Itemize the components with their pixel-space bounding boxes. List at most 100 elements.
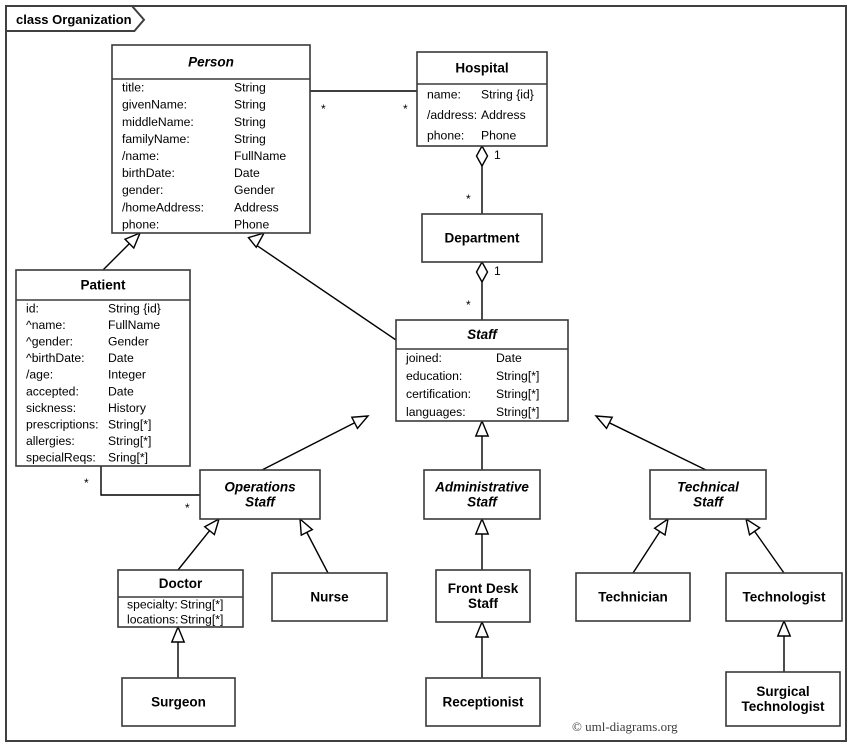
attribute-name: birthDate: (122, 166, 175, 180)
attribute-name: gender: (122, 183, 163, 197)
generalization-arrowhead (123, 231, 142, 250)
aggregation-diamond (475, 144, 489, 168)
class-layer: Persontitle:StringgivenName:Stringmiddle… (15, 44, 843, 727)
attribute-name: /homeAddress: (122, 200, 204, 214)
class-name: Doctor (159, 576, 203, 591)
generalization-arrowhead (776, 619, 792, 637)
attribute-name: allergies: (26, 434, 75, 448)
attribute-name: givenName: (122, 98, 187, 112)
class-box-technician[interactable]: Technician (575, 572, 691, 622)
class-box-surgeon[interactable]: Surgeon (121, 677, 236, 727)
attribute-name: /name: (122, 149, 159, 163)
generalization-technician-to-technical (632, 517, 669, 574)
attribute-type: String[*] (496, 369, 539, 383)
generalization-arrowhead (350, 415, 370, 430)
multiplicity-label: * (84, 476, 89, 490)
class-box-outline (725, 572, 843, 622)
generalization-administrative-to-staff (474, 419, 490, 470)
attribute-name: name: (427, 87, 461, 101)
generalization-arrowhead (247, 231, 266, 249)
class-name: Administrative (434, 480, 529, 495)
class-name: Person (188, 55, 234, 70)
attribute-type: Date (108, 351, 134, 365)
class-box-outline (435, 569, 531, 623)
class-name: Staff (468, 596, 499, 611)
attribute-name: specialty: (127, 598, 178, 612)
generalization-arrowhead (474, 517, 490, 535)
attribute-name: joined: (405, 351, 442, 365)
relationship-layer (100, 90, 792, 678)
class-name: Front Desk (448, 581, 519, 596)
aggregation-department-staff (475, 260, 489, 320)
multiplicity-label: * (466, 192, 471, 206)
class-box-outline (425, 677, 541, 727)
generalization-patient-to-person (102, 231, 142, 271)
class-box-technologist[interactable]: Technologist (725, 572, 843, 622)
class-box-receptionist[interactable]: Receptionist (425, 677, 541, 727)
class-box-outline (423, 469, 541, 520)
attribute-name: phone: (122, 217, 159, 231)
association-line (100, 466, 200, 496)
attribute-name: locations: (127, 613, 179, 627)
class-box-nurse[interactable]: Nurse (271, 572, 388, 622)
attribute-type: String (234, 115, 266, 129)
generalization-arrowhead (170, 625, 186, 643)
attribute-type: String (234, 98, 266, 112)
generalization-line (306, 532, 329, 574)
class-name: Surgical (756, 684, 809, 699)
generalization-receptionist-to-frontdesk (474, 620, 490, 678)
attribute-type: String (234, 81, 266, 95)
class-box-outline (111, 44, 311, 234)
attribute-type: Phone (234, 217, 269, 231)
frame-label: class Organization (16, 12, 132, 27)
class-box-doctor[interactable]: Doctor specialty:String[*]locations:Strin… (117, 569, 244, 628)
attribute-type: String {id} (108, 301, 161, 315)
class-name: Nurse (310, 590, 349, 605)
association-patient-operations-staff (100, 466, 200, 496)
attribute-type: String[*] (108, 434, 151, 448)
class-box-outline (725, 671, 841, 727)
generalization-doctor-to-operations (177, 517, 221, 571)
attribute-type: String[*] (496, 405, 539, 419)
class-name: Operations (224, 480, 296, 495)
class-name: Hospital (455, 61, 508, 76)
attribute-name: prescriptions: (26, 418, 98, 432)
attribute-type: String[*] (108, 418, 151, 432)
diagram-frame: class Organization (5, 5, 847, 742)
class-name: Staff (693, 495, 724, 510)
class-box-outline (575, 572, 691, 622)
attribute-type: String[*] (180, 598, 223, 612)
generalization-arrowhead (299, 517, 314, 537)
frame-tab (5, 5, 146, 32)
generalization-surgical-to-technologist (776, 619, 792, 672)
attribute-name: ^birthDate: (26, 351, 85, 365)
attribute-type: Date (234, 166, 260, 180)
class-box-department[interactable]: Department (421, 213, 543, 263)
class-box-outline (416, 51, 548, 147)
attribute-name: specialReqs: (26, 451, 96, 465)
multiplicity-label: 1 (494, 148, 501, 162)
class-box-outline (15, 269, 191, 467)
class-name: Technical (677, 480, 739, 495)
attribute-name: education: (406, 369, 462, 383)
generalization-frontdesk-to-administrative (474, 517, 490, 570)
class-box-staff[interactable]: Staffjoined:Dateeducation:String[*]certi… (395, 319, 569, 422)
attribute-type: Gender (108, 335, 149, 349)
generalization-line (754, 530, 785, 574)
class-box-person[interactable]: Persontitle:StringgivenName:Stringmiddle… (111, 44, 311, 234)
attribute-type: History (108, 401, 147, 415)
attribute-type: String[*] (180, 613, 223, 627)
attribute-name: phone: (427, 129, 464, 143)
aggregation-diamond (475, 260, 489, 284)
class-box-outline (395, 319, 569, 422)
class-name: Patient (80, 278, 126, 293)
generalization-line (632, 531, 661, 574)
